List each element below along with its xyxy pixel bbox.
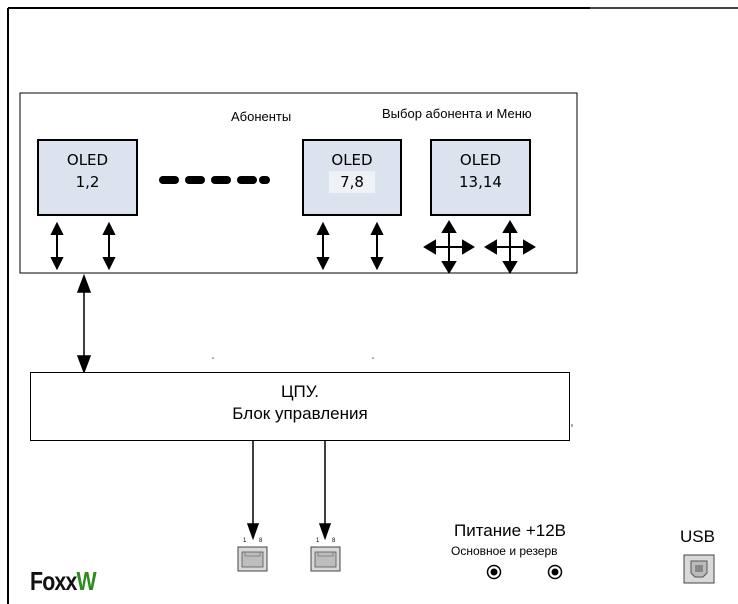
cpu-to-port-arrow xyxy=(246,441,260,541)
cpu-title: ЦПУ. xyxy=(280,382,320,401)
panel-cpu-link-arrow xyxy=(76,273,92,375)
cpu-control-unit: ЦПУ. Блок управления xyxy=(30,372,570,441)
vertical-arrow-icon xyxy=(316,221,330,271)
port-pin-label: 1 xyxy=(243,538,247,544)
port-pin-label: 8 xyxy=(259,538,263,544)
usb-label: USB xyxy=(680,527,715,546)
cpu-subtitle: Блок управления xyxy=(232,404,368,423)
oled-numbers: 7,8 xyxy=(329,171,375,193)
power-subtitle: Основное и резерв xyxy=(451,544,558,558)
port-pin-label: 8 xyxy=(332,538,336,544)
oled-title: OLED xyxy=(331,151,373,169)
ethernet-port-icon xyxy=(310,546,341,572)
menu-selection-label: Выбор абонента и Меню xyxy=(382,106,532,121)
four-way-arrow-icon xyxy=(423,220,475,274)
vertical-arrow-icon xyxy=(370,221,384,271)
oled-display-7-8: OLED 7,8 xyxy=(302,139,402,216)
ethernet-port-icon xyxy=(237,546,268,572)
usb-port-icon xyxy=(683,554,715,584)
cpu-to-port-arrow xyxy=(318,441,332,541)
oled-title: OLED xyxy=(459,151,502,169)
power-jack-icon xyxy=(486,564,502,580)
four-way-arrow-icon xyxy=(484,220,536,274)
power-jack-icon xyxy=(547,564,563,580)
foxxw-logo: FoxxW xyxy=(30,566,97,597)
port-pin-label: 1 xyxy=(316,538,320,544)
oled-numbers: 13,14 xyxy=(459,173,502,191)
oled-display-1-2: OLED 1,2 xyxy=(37,139,138,216)
oled-title: OLED xyxy=(66,151,109,169)
logo-part1: Foxx xyxy=(30,566,77,596)
oled-numbers: 1,2 xyxy=(75,173,100,191)
subscribers-label: Абоненты xyxy=(231,109,292,124)
vertical-arrow-icon xyxy=(50,221,64,271)
vertical-arrow-icon xyxy=(102,221,116,271)
logo-part2: W xyxy=(76,566,96,596)
power-title: Питание +12В xyxy=(454,521,567,540)
oled-display-13-14: OLED 13,14 xyxy=(430,139,531,216)
